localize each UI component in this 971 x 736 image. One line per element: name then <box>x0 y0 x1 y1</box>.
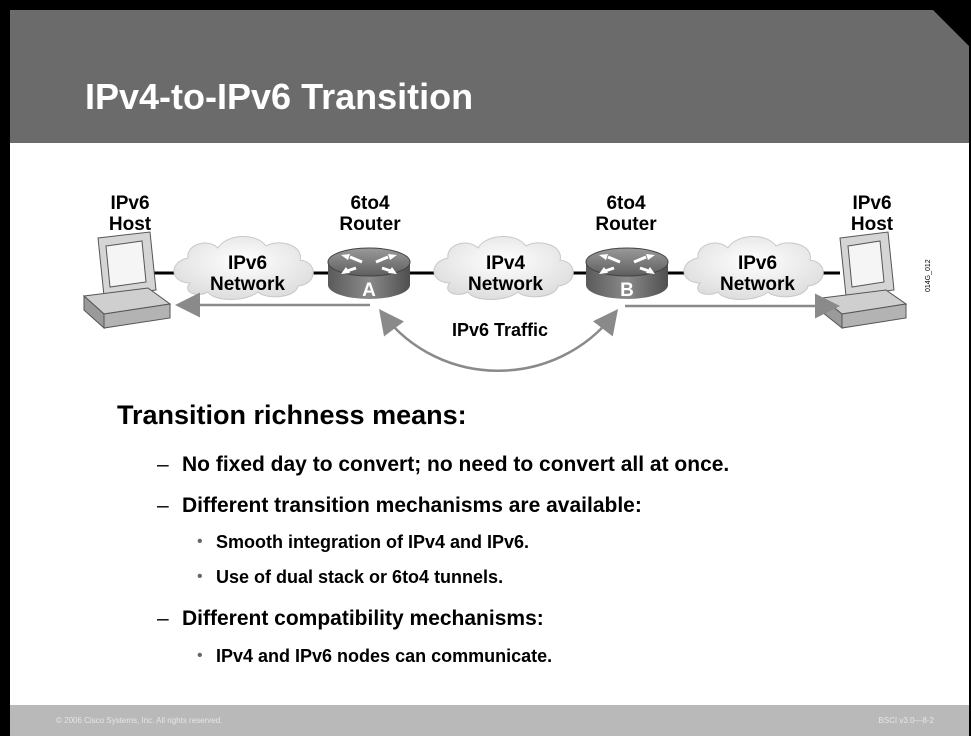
dot-bullet: • <box>197 647 203 664</box>
bullet-item-1: No fixed day to convert; no need to conv… <box>182 453 730 476</box>
slide-title: IPv4-to-IPv6 Transition <box>85 76 474 117</box>
cloud-middle-label: IPv4 Network <box>468 253 543 295</box>
ipv6-network-cloud-left <box>173 236 314 300</box>
cloud-left-label: IPv6 Network <box>210 253 285 295</box>
sub-bullet-item-2: Use of dual stack or 6to4 tunnels. <box>216 567 504 587</box>
router-a-letter: A <box>362 280 376 301</box>
router-a-icon <box>327 247 411 299</box>
dot-bullet: • <box>197 533 203 550</box>
ipv4-network-cloud <box>433 236 574 300</box>
right-host-pc-icon <box>820 231 908 330</box>
router-a-label: 6to4 Router <box>339 193 401 235</box>
router-b-icon <box>585 247 669 299</box>
course-code: BSCI v3.0—8-2 <box>878 716 934 725</box>
left-host-pc-icon <box>82 231 172 330</box>
footer-bar: © 2006 Cisco Systems, Inc. All rights re… <box>10 705 969 736</box>
router-b-letter: B <box>620 280 634 301</box>
router-b-label: 6to4 Router <box>595 193 657 235</box>
cloud-right-label: IPv6 Network <box>720 253 795 295</box>
left-host-label: IPv6 Host <box>108 193 152 235</box>
bullet-item-2: Different transition mechanisms are avai… <box>182 494 642 517</box>
corner-triangle <box>933 10 969 46</box>
bullet-item-3: Different compatibility mechanisms: <box>182 607 544 630</box>
title-bar <box>10 10 969 143</box>
dash-bullet: – <box>157 494 169 517</box>
dash-bullet: – <box>157 453 169 476</box>
dash-bullet: – <box>157 607 169 630</box>
ipv6-traffic-arc <box>378 309 619 372</box>
copyright-text: © 2006 Cisco Systems, Inc. All rights re… <box>56 716 223 725</box>
content-heading: Transition richness means: <box>117 400 467 430</box>
right-host-label: IPv6 Host <box>850 193 894 235</box>
ipv6-traffic-label: IPv6 Traffic <box>451 320 549 340</box>
sub-bullet-item-1: Smooth integration of IPv4 and IPv6. <box>216 532 530 552</box>
ipv6-network-cloud-right <box>683 236 824 300</box>
figure-id: 014G_012 <box>925 259 932 292</box>
dot-bullet: • <box>197 568 203 585</box>
sub-bullet-item-3: IPv4 and IPv6 nodes can communicate. <box>216 646 553 666</box>
